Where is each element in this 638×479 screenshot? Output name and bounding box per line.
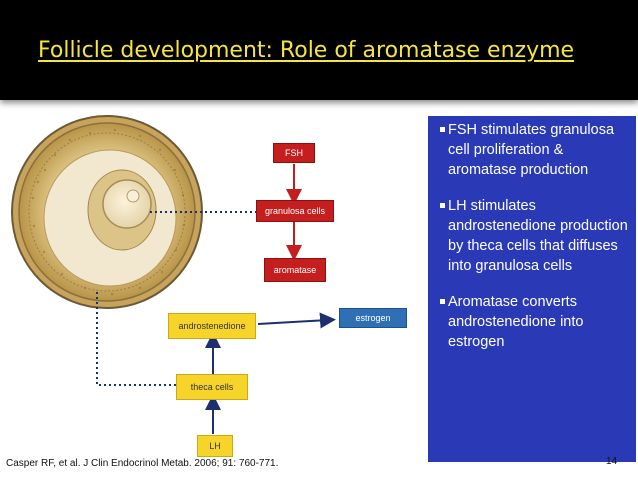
slide-title: Follicle development: Role of aromatase … bbox=[38, 38, 575, 63]
square-bullet-icon bbox=[440, 203, 445, 208]
androstenedione-box: androstenedione bbox=[168, 313, 256, 339]
bullet-lh: LH stimulates androstenedione production… bbox=[440, 196, 630, 276]
info-bullets: FSH stimulates granulosa cell proliferat… bbox=[428, 116, 636, 352]
theca-cells-box: theca cells bbox=[176, 374, 248, 400]
fsh-box: FSH bbox=[273, 143, 315, 163]
estrogen-box: estrogen bbox=[339, 308, 407, 328]
square-bullet-icon bbox=[440, 299, 445, 304]
title-bar: Follicle development: Role of aromatase … bbox=[0, 0, 638, 100]
oocyte bbox=[102, 179, 152, 229]
follicle-diagram bbox=[11, 115, 336, 434]
page-number: 14 bbox=[606, 456, 618, 467]
square-bullet-icon bbox=[440, 127, 445, 132]
citation: Casper RF, et al. J Clin Endocrinol Meta… bbox=[6, 458, 279, 469]
bullet-fsh: FSH stimulates granulosa cell proliferat… bbox=[440, 120, 630, 180]
aromatase-box: aromatase bbox=[264, 258, 326, 282]
follicle-illustration bbox=[11, 115, 203, 309]
granulosa-cells-box: granulosa cells bbox=[256, 200, 334, 222]
theca-link-line bbox=[96, 292, 176, 386]
conversion-arrow bbox=[257, 312, 336, 329]
bullet-aromatase: Aromatase converts androstenedione into … bbox=[440, 292, 630, 352]
lh-box: LH bbox=[197, 435, 233, 457]
info-panel: FSH stimulates granulosa cell proliferat… bbox=[428, 116, 636, 462]
